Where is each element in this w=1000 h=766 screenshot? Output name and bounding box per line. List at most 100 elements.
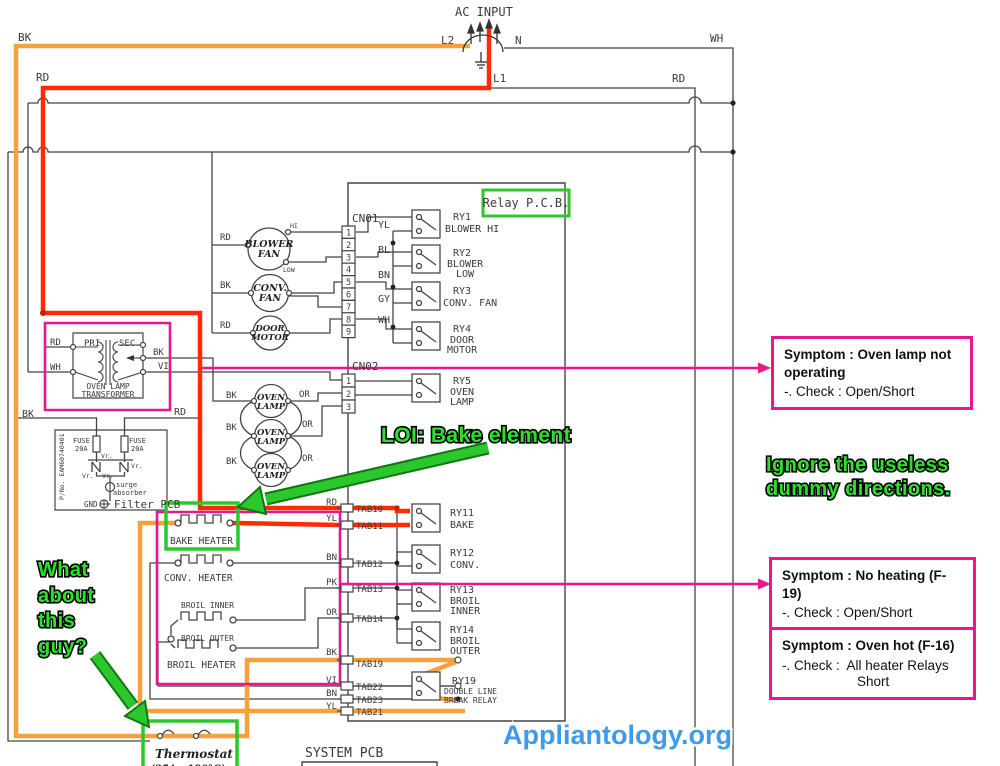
pink-annotation-arrows: [202, 362, 771, 590]
bn-tab23: BN: [326, 689, 337, 699]
ry12-name: CONV.: [450, 560, 480, 571]
tab23-label: TAB23: [356, 696, 383, 706]
cn01-pin: 4: [346, 266, 351, 276]
symptom-box-no-heating: Symptom : No heating (F-19) -. Check : O…: [769, 557, 976, 631]
relay-ry19: [412, 672, 440, 700]
yl-tab21: YL: [326, 702, 337, 712]
relay-ry2: [412, 245, 440, 273]
bn-label: BN: [378, 270, 390, 281]
tab10: [337, 504, 353, 512]
relay-ry11: [412, 504, 440, 532]
ry3-name: CONV. FAN: [443, 298, 497, 309]
ry4-name: DOOR: [450, 335, 475, 346]
annotation-ignore-1: Ignore the useless: [766, 454, 949, 476]
tab19-label: TAB19: [356, 660, 383, 670]
tab12: [337, 559, 353, 567]
oven-lamp2-text2: LAMP: [256, 437, 286, 447]
or-lamp3: OR: [302, 454, 313, 464]
ry5-name: OVEN: [450, 387, 474, 398]
annotation-ignore-2: dummy directions.: [766, 478, 951, 500]
tab19: [337, 656, 353, 664]
tab11-label: TAB11: [356, 522, 383, 532]
n-label: N: [515, 34, 522, 47]
ry1-label: RY1: [453, 212, 471, 223]
ry2-name2: LOW: [456, 269, 475, 280]
wh-xfmr: WH: [50, 363, 61, 373]
ry19-name2: BREAK RELAY: [444, 696, 497, 705]
thermostat-rating: (25A ; 190°C): [150, 764, 226, 766]
ry5-name2: LAMP: [450, 397, 474, 408]
ry14-label: RY14: [450, 625, 474, 636]
junction-dots: [390, 100, 736, 621]
cn01-pin: 6: [346, 291, 351, 301]
ry12-label: RY12: [450, 548, 474, 559]
or-lamp1: OR: [299, 390, 310, 400]
green-arrow-bake: [235, 448, 488, 516]
low-label: LOW: [283, 266, 295, 274]
cn02-pin: 2: [346, 390, 351, 400]
rd-label-mid: RD: [174, 407, 186, 418]
annotation-what-3: this: [38, 610, 75, 632]
bk-conv: BK: [220, 281, 231, 291]
tab23: [337, 695, 353, 703]
tab14: [337, 614, 353, 622]
bk-xfmr: BK: [153, 348, 164, 358]
rd-tab10: RD: [326, 498, 337, 508]
rd-xfmr: RD: [50, 338, 61, 348]
symptom-title: Symptom : No heating (F-19): [782, 568, 947, 601]
system-pcb-outline: [302, 762, 437, 766]
tab10-label: TAB10: [356, 505, 383, 515]
oven-lamp1-text2: LAMP: [256, 402, 286, 412]
fuse2-amps: 20A: [131, 445, 144, 453]
cn01-pin: 1: [346, 229, 351, 239]
relay-pcb-outline: [348, 183, 565, 721]
tab21: [337, 707, 353, 715]
rd-blower: RD: [220, 233, 231, 243]
annotation-what-2: about: [38, 585, 94, 607]
cn01-pins: [342, 226, 355, 338]
relays: [412, 210, 440, 700]
tab13-label: TAB13: [356, 585, 383, 595]
ry3-label: RY3: [453, 286, 471, 297]
cn01-label: CN01: [352, 212, 379, 225]
cn01-pin: 7: [346, 303, 351, 313]
bk-label-mid: BK: [22, 409, 34, 420]
ac-input-symbol: [463, 18, 503, 68]
thermostat: [143, 721, 237, 766]
symptom-title: Symptom : Oven lamp not operating: [784, 347, 952, 380]
cn01-pin: 2: [346, 241, 351, 251]
symptom-check: -. Check : Open/Short: [782, 605, 913, 621]
system-pcb-label: SYSTEM PCB: [305, 746, 383, 761]
bk-tab19: BK: [326, 648, 337, 658]
xfmr-name-1: OVEN LAMP: [86, 382, 130, 391]
symptom-box-oven-lamp: Symptom : Oven lamp not operating -. Che…: [771, 336, 973, 410]
ry1-name: BLOWER HI: [445, 224, 499, 235]
yl-tab11: YL: [326, 514, 337, 524]
ry13-name2: INNER: [450, 606, 481, 617]
or-tab14: OR: [326, 608, 337, 618]
bake-heater-highlight-box: [166, 503, 238, 549]
cn02-pin: 1: [346, 377, 351, 387]
filter-part-number: P/No. EAM60740401: [58, 433, 66, 500]
pri-label: PRI.: [84, 339, 106, 349]
ry11-name: BAKE: [450, 520, 474, 531]
oven-lamp1-text: OVEN: [257, 393, 286, 403]
ry4-name2: MOTOR: [447, 345, 478, 356]
gy-label: GY: [378, 294, 390, 305]
wh-wire-label: WH: [710, 32, 723, 45]
filter-pcb-label: Filter PCB: [114, 498, 181, 511]
red-junction-dot: [40, 310, 46, 316]
surge-label-2: absorber: [113, 489, 147, 497]
bn-tab12: BN: [326, 553, 337, 563]
ry14-name2: OUTER: [450, 646, 481, 657]
bk-lamp1: BK: [226, 391, 237, 401]
broil-heater-label: BROIL HEATER: [167, 660, 236, 671]
surge-label-1: surge: [116, 481, 137, 489]
oven-lamp-transformer: [45, 323, 170, 410]
ry13-name: BROIL: [450, 596, 480, 607]
tab22: [337, 682, 353, 690]
xfmr-name-2: TRANSFORMER: [82, 390, 135, 399]
ry2-label: RY2: [453, 248, 471, 259]
